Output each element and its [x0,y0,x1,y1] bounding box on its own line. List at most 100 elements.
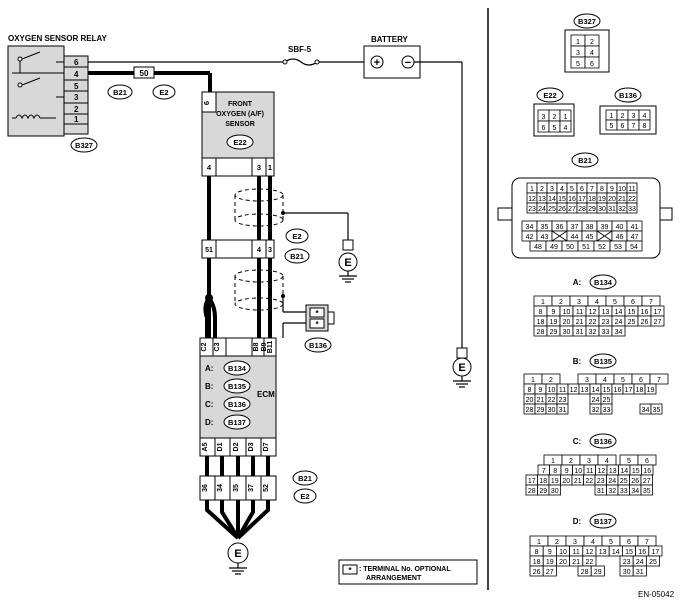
mid-connector [201,239,275,259]
b134-pin: 12 [589,309,597,316]
b136s-pin: 2 [621,113,625,120]
relay-title: OXYGEN SENSOR RELAY [8,34,108,43]
b136-pin: 22 [585,478,593,485]
b137-pin: 30 [623,569,631,576]
ecm-label-c: C: [205,400,213,409]
relay-pin-4: 4 [74,70,79,79]
battery-title: BATTERY [371,35,409,44]
b134-pin: 23 [602,319,610,326]
b21-top-pin: 6 [580,186,584,193]
b135-pin: 28 [526,407,534,414]
bot-tag1: B21 [298,474,312,483]
ecm-tag-c-oval [223,396,251,412]
e22-pin: 2 [553,114,557,121]
legend-box [338,559,478,585]
relay-tag: B327 [75,141,93,150]
b134-pin: 11 [576,309,583,316]
b136-pin: 26 [631,478,639,485]
b136-pin: 33 [620,488,628,495]
b134-oval [589,274,617,290]
b21-top-pin: 24 [538,206,546,213]
b137-pin: 23 [623,559,631,566]
b327-oval [573,13,601,29]
b21-top-pin: 22 [628,196,636,203]
b134-cell [650,315,665,327]
sensor-pin-3: 3 [257,163,261,172]
opt-pin2: * [315,320,319,329]
b327-cell [584,56,600,69]
b137-pin: 7 [645,539,649,546]
b135-pin: 33 [603,407,611,414]
b135-cell [556,403,569,415]
b136-pin: 2 [569,458,573,465]
b21-top-pin: 20 [608,196,616,203]
b137-pin: 22 [586,559,594,566]
ecm-tag-a-oval [223,360,251,376]
b137-pin: 10 [559,549,567,556]
b136-pin: 9 [565,468,569,475]
ecm-pin-d3: D3 [248,442,255,451]
mid-tag1-oval [285,228,309,244]
b135-pin: 1 [531,377,535,384]
b137-oval [589,513,617,529]
b21-mid-pin: 40 [616,224,624,231]
b134-pin: 20 [563,319,571,326]
bot-pin-36: 36 [202,484,209,492]
b136-pin: 25 [620,478,628,485]
b21-top-pin: 28 [578,206,586,213]
e22-pin: 4 [564,125,568,132]
e22-tag: E22 [543,91,556,100]
b136s-pin: 6 [621,123,625,130]
sensor-pin-1: 1 [268,163,272,172]
b21-mid-pin: 46 [616,234,624,241]
b137-pin: 25 [649,559,657,566]
b136-pin: 18 [539,478,547,485]
b134-pin: 14 [615,309,623,316]
mid-ground-label: E [344,257,351,269]
b134-pin: 2 [559,299,563,306]
mid-tag2-oval [284,248,310,264]
b135-cell [600,403,613,415]
b134-pin: 24 [615,319,623,326]
b327-pin: 4 [590,50,594,57]
b21-mid-pin: 41 [631,224,639,231]
b136-pin: 14 [620,468,628,475]
ecm-tag-b-oval [223,378,251,394]
b21-mid-pin: 36 [556,224,564,231]
b327-tag: B327 [578,17,596,26]
b134-pin: 25 [628,319,636,326]
b137-pin: 24 [636,559,644,566]
b135-pin: 35 [653,407,661,414]
ecm-tag-a: B134 [228,364,247,373]
b327-pin: 6 [590,61,594,68]
b327-pin: 2 [590,39,594,46]
ecm-label-a: A: [205,364,213,373]
b134-pin: 29 [550,329,558,336]
b21-top-pin: 9 [610,186,614,193]
b136-pin: 35 [643,488,651,495]
shield-upper [234,188,284,227]
b136-pin: 30 [551,488,559,495]
b21-bot-cell [625,240,643,252]
junction-tag1: B21 [113,88,127,97]
b136-oval [589,433,617,449]
junction-pin: 50 [140,69,149,78]
b137-prefix: D: [573,517,581,526]
b136-pin: 17 [528,478,536,485]
ecm-pin-d2: D2 [233,442,240,451]
b136-pin: 20 [562,478,570,485]
b21-top-pin: 30 [598,206,606,213]
b134-pin: 4 [595,299,599,306]
b137-pin: 28 [581,569,589,576]
b21-top-pin: 32 [618,206,626,213]
b134-pin: 22 [589,319,597,326]
ecm-pin-c3: C3 [214,342,221,351]
b21-top-pin: 33 [628,206,636,213]
junction-tag2-oval [152,84,176,100]
b137-pin: 14 [612,549,620,556]
b21-top-pin: 21 [618,196,626,203]
relay-tag-oval [70,137,98,153]
b137-pin: 8 [535,549,539,556]
b137-pin: 19 [546,559,554,566]
